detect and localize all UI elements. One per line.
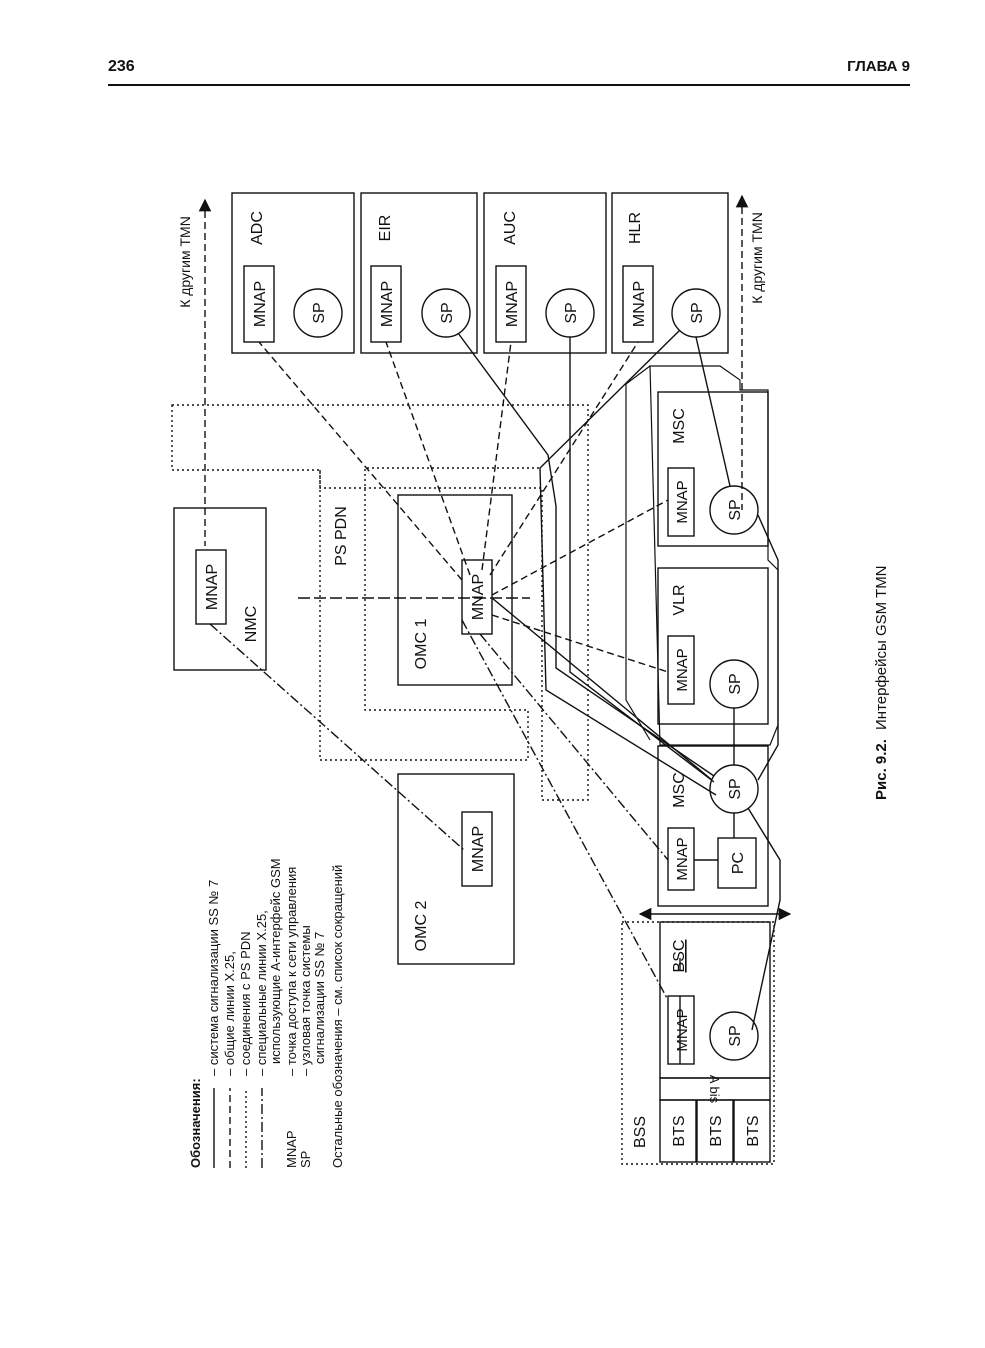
legend-line-2: – общие линии X.25, — [222, 951, 237, 1076]
legend: Обозначения: – система сигнализации SS №… — [188, 858, 345, 1168]
legend-line-1: – система сигнализации SS № 7 — [206, 880, 221, 1076]
label-bts-1: BTS — [671, 1115, 688, 1146]
figure-caption: Рис. 9.2. Интерфейсы GSM TMN — [873, 565, 890, 800]
sp-bss: SP — [727, 1025, 744, 1046]
legend-abbrev-key-2: SP — [298, 1151, 313, 1168]
sp-eir: SP — [439, 302, 456, 323]
label-bts-2: BTS — [708, 1115, 725, 1146]
label-adc: ADC — [249, 211, 266, 245]
sp-hlr: SP — [689, 302, 706, 323]
mnap-nmc: MNAP — [204, 564, 221, 610]
label-bss: BSS — [632, 1116, 649, 1148]
mnap-adc: MNAP — [252, 281, 269, 327]
label-msc-b: MSC — [671, 772, 688, 808]
sp-auc: SP — [563, 302, 580, 323]
label-omc1: OMC 1 — [413, 619, 430, 670]
label-bts-3: BTS — [745, 1115, 762, 1146]
legend-title: Обозначения: — [188, 1078, 203, 1168]
sp-adc: SP — [311, 302, 328, 323]
page-number: 236 — [108, 58, 135, 75]
tmn-top-label: К другим TMN — [177, 216, 193, 308]
ps-pdn-region — [171, 404, 589, 801]
mnap-omc2: MNAP — [470, 826, 487, 872]
label-auc: AUC — [502, 211, 519, 245]
mnap-vlr: MNAP — [674, 648, 691, 691]
msc-vlr-group — [649, 365, 779, 746]
node-bss — [621, 921, 775, 1165]
label-hlr: HLR — [627, 212, 644, 244]
legend-line-3: – соединения с PS PDN — [238, 931, 253, 1076]
legend-line-5: использующие А-интерфейс GSM — [268, 858, 283, 1064]
label-bsc: BSC — [671, 940, 688, 973]
label-eir: EIR — [377, 215, 394, 242]
label-abis: A bis — [707, 1075, 722, 1104]
legend-abbrev-text-3: сигнализации SS № 7 — [312, 932, 327, 1064]
caption-text: Интерфейсы GSM TMN — [873, 565, 890, 730]
node-omc1 — [397, 494, 513, 686]
mnap-bss: MNAP — [674, 1008, 691, 1051]
mnap-msc-a: MNAP — [674, 480, 691, 523]
label-nmc: NMC — [243, 606, 260, 642]
legend-note: Остальные обозначения – см. список сокра… — [330, 865, 345, 1168]
label-omc2: OMC 2 — [413, 901, 430, 952]
legend-abbrev-text-1: – точка доступа к сети управления — [284, 867, 299, 1076]
page-header: 236 ГЛАВА 9 — [108, 56, 910, 86]
mnap-omc1: MNAP — [470, 574, 487, 620]
label-pc: PC — [730, 852, 747, 874]
mnap-msc-b: MNAP — [674, 837, 691, 880]
legend-abbrev-text-2: – узловая точка системы — [298, 925, 313, 1076]
node-msc-a — [657, 391, 769, 547]
mnap-eir: MNAP — [379, 281, 396, 327]
sp-vlr: SP — [727, 673, 744, 694]
chapter-title: ГЛАВА 9 — [847, 58, 910, 75]
label-msc-a: MSC — [671, 408, 688, 444]
label-vlr: VLR — [671, 584, 688, 615]
sp-msc-b: SP — [727, 778, 744, 799]
mnap-auc: MNAP — [504, 281, 521, 327]
tmn-bottom-label: К другим TMN — [749, 212, 765, 304]
caption-number: Рис. 9.2. — [873, 739, 890, 800]
sp-msc-a: SP — [727, 499, 744, 520]
mnap-hlr: MNAP — [631, 281, 648, 327]
legend-abbrev-key-1: MNAP — [284, 1130, 299, 1168]
legend-line-4: – специальные линии X.25, — [254, 910, 269, 1076]
label-ps-pdn: PS PDN — [333, 506, 350, 566]
